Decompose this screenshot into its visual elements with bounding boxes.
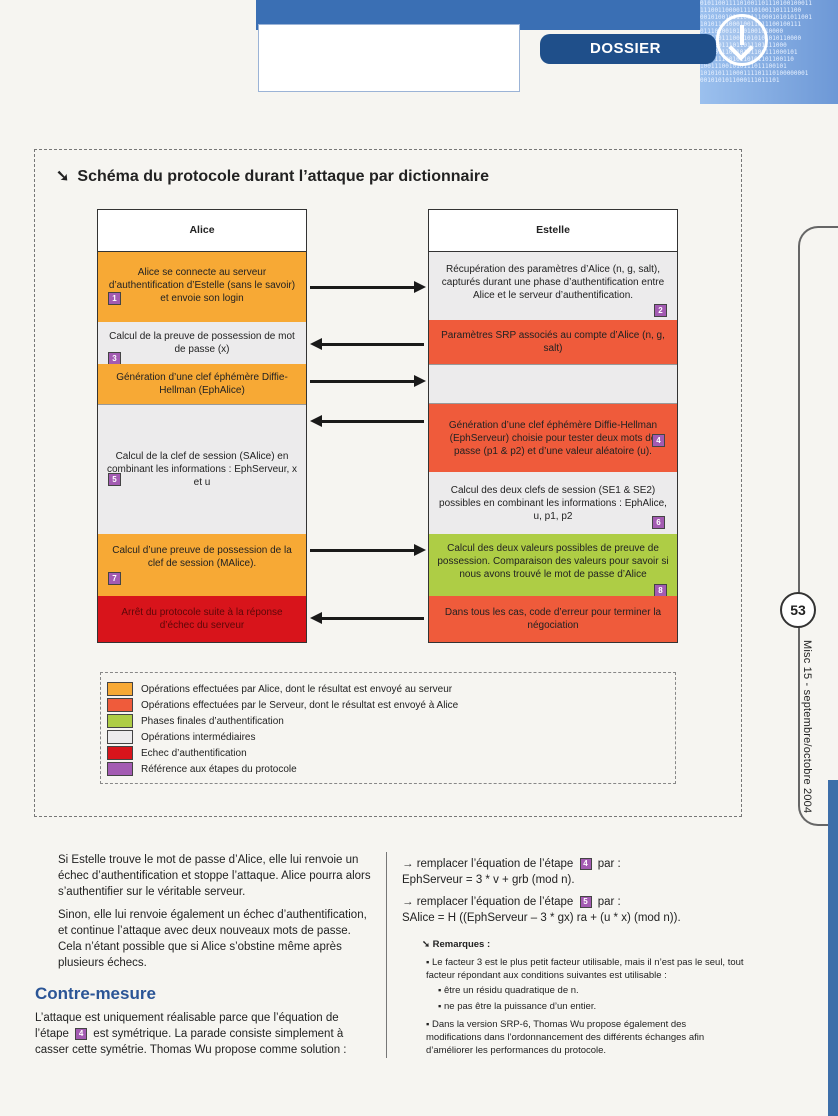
legend-item: Phases finales d’authentification: [107, 713, 284, 729]
remark-2: ▪ Dans la version SRP-6, Thomas Wu propo…: [426, 1019, 705, 1056]
legend-swatch: [107, 682, 133, 696]
estelle-srp-params: Paramètres SRP associés au compte d’Alic…: [429, 320, 677, 364]
alice-step-ephalice: Génération d’une clef éphémère Diffie-He…: [98, 364, 306, 404]
legend-label: Echec d’authentification: [141, 747, 247, 759]
legend-label: Référence aux étapes du protocole: [141, 763, 297, 775]
alice-step-7: Calcul d’une preuve de possession de la …: [98, 534, 306, 596]
estelle-header: Estelle: [429, 210, 677, 252]
alice-step-5-text: Calcul de la clef de session (SAlice) en…: [106, 451, 298, 488]
arrow-alice-to-estelle-2: [310, 375, 426, 387]
estelle-step-6-text: Calcul des deux clefs de session (SE1 & …: [439, 484, 667, 522]
estelle-step-4-text: Génération d’une clef éphémère Diffie-He…: [448, 419, 658, 457]
alice-step-3: Calcul de la preuve de possession de mot…: [98, 322, 306, 365]
replacement-1: → remplacer l’équation de l’étape 4 par …: [402, 856, 732, 872]
paragraph-3-text-b: est symétrique. La parade consiste simpl…: [35, 1028, 347, 1056]
remark-1b: ▪ ne pas être la puissance d’un entier.: [438, 1001, 597, 1012]
step-badge: 4: [75, 1027, 88, 1040]
replacement-2: → remplacer l’équation de l’étape 5 par …: [402, 894, 732, 910]
step-badge: 7: [108, 572, 121, 585]
legend-item: Opérations intermédiaires: [107, 729, 256, 745]
estelle-column: Estelle Récupération des paramètres d’Al…: [428, 209, 678, 643]
estelle-step-8: Calcul des deux valeurs possibles de pre…: [429, 534, 677, 597]
arrow-estelle-to-alice-3: [310, 612, 424, 624]
binary-line: 0010100101110011100010101011001: [700, 14, 812, 21]
replacement-2-prefix: → remplacer l’équation de l’étape: [402, 896, 574, 908]
legend-label: Opérations effectuées par le Serveur, do…: [141, 699, 459, 711]
legend: Opérations effectuées par Alice, dont le…: [100, 672, 676, 784]
equation-1: EphServeur = 3 * v + grb (mod n).: [402, 874, 575, 886]
binary-line: 100111001010111011100101: [700, 63, 787, 70]
spine-stripe: [828, 780, 838, 1116]
legend-swatch: [107, 762, 133, 776]
replacement-1-suffix: par :: [597, 858, 621, 870]
remark-1a: ▪ être un résidu quadratique de n.: [438, 985, 579, 996]
legend-item: Opérations effectuées par Alice, dont le…: [107, 681, 452, 697]
remarks-title: ➘ Remarques :: [422, 939, 491, 950]
arrow-icon: ➘: [56, 168, 70, 185]
alice-step-5: Calcul de la clef de session (SAlice) en…: [98, 404, 306, 534]
schema-title-text: Schéma du protocole durant l’attaque par…: [77, 168, 490, 185]
legend-item: Echec d’authentification: [107, 745, 247, 761]
step-badge: 5: [579, 895, 592, 908]
equation-2: SAlice = H ((EphServeur – 3 * gx) ra + (…: [402, 912, 681, 924]
binary-line: 1110011000011110100110111100: [700, 7, 802, 14]
schema-title: ➘ Schéma du protocole durant l’attaque pa…: [56, 166, 489, 186]
legend-item: Opérations effectuées par le Serveur, do…: [107, 697, 458, 713]
estelle-step-8-text: Calcul des deux valeurs possibles de pre…: [437, 542, 669, 580]
alice-step-stop: Arrêt du protocole suite à la réponse d’…: [98, 596, 306, 642]
alice-step-1: Alice se connecte au serveur d’authentif…: [98, 252, 306, 322]
issue-label: Misc 15 - septembre/octobre 2004: [801, 640, 813, 814]
header-blank-box: [258, 24, 520, 92]
paragraph-1: Si Estelle trouve le mot de passe d’Alic…: [58, 854, 371, 898]
paragraph-3: L’attaque est uniquement réalisable parc…: [35, 1010, 375, 1058]
estelle-step-4: Génération d’une clef éphémère Diffie-He…: [429, 404, 677, 472]
alice-step-7-text: Calcul d’une preuve de possession de la …: [112, 545, 292, 569]
estelle-error-code: Dans tous les cas, code d’erreur pour te…: [429, 596, 677, 642]
paragraph-3-text-a: L’attaque est uniquement réalisable parc…: [35, 1012, 339, 1040]
page-number: 53: [780, 592, 816, 628]
replacement-2-suffix: par :: [597, 896, 621, 908]
binary-line: 101010111000111101110100000001: [700, 70, 809, 77]
paragraph-2: Sinon, elle lui renvoie également un éch…: [58, 909, 367, 969]
legend-swatch: [107, 730, 133, 744]
column-divider: [386, 852, 387, 1058]
alice-step-1-text: Alice se connecte au serveur d’authentif…: [108, 267, 296, 304]
estelle-step-2-text: Récupération des paramètres d’Alice (n, …: [441, 263, 665, 301]
download-arrow-icon: [716, 14, 768, 66]
legend-label: Opérations effectuées par Alice, dont le…: [141, 683, 453, 695]
legend-swatch: [107, 714, 133, 728]
step-badge: 2: [654, 304, 667, 317]
legend-item: Référence aux étapes du protocole: [107, 761, 297, 777]
step-badge: 5: [108, 473, 121, 486]
alice-column: Alice Alice se connecte au serveur d’aut…: [97, 209, 307, 643]
remark-1: ▪ Le facteur 3 est le plus petit facteur…: [426, 957, 744, 981]
legend-swatch: [107, 698, 133, 712]
binary-line: 0101100111101001101110100100011: [700, 0, 812, 7]
legend-swatch: [107, 746, 133, 760]
step-badge: 4: [652, 434, 665, 447]
step-badge: 1: [108, 292, 121, 305]
binary-line: 0010101011000111011101: [700, 77, 780, 84]
schema-frame: [34, 149, 742, 817]
arrow-alice-to-estelle-1: [310, 281, 426, 293]
section-heading: Contre-mesure: [35, 984, 156, 1003]
arrow-estelle-to-alice-2: [310, 415, 424, 427]
estelle-step-6: Calcul des deux clefs de session (SE1 & …: [429, 472, 677, 534]
step-badge: 6: [652, 516, 665, 529]
alice-header: Alice: [98, 210, 306, 252]
legend-label: Phases finales d’authentification: [141, 715, 284, 727]
alice-step-3-text: Calcul de la preuve de possession de mot…: [109, 331, 295, 355]
step-badge: 4: [579, 857, 592, 870]
binary-line: 11001110010110101101100110: [700, 56, 794, 63]
estelle-step-2: Récupération des paramètres d’Alice (n, …: [429, 252, 677, 320]
margin-tab: [798, 226, 838, 826]
replacement-1-prefix: → remplacer l’équation de l’étape: [402, 858, 574, 870]
legend-label: Opérations intermédiaires: [141, 731, 256, 743]
estelle-empty: [429, 364, 677, 404]
section-label: DOSSIER: [540, 34, 716, 64]
arrow-estelle-to-alice-1: [310, 338, 424, 350]
arrow-alice-to-estelle-3: [310, 544, 426, 556]
